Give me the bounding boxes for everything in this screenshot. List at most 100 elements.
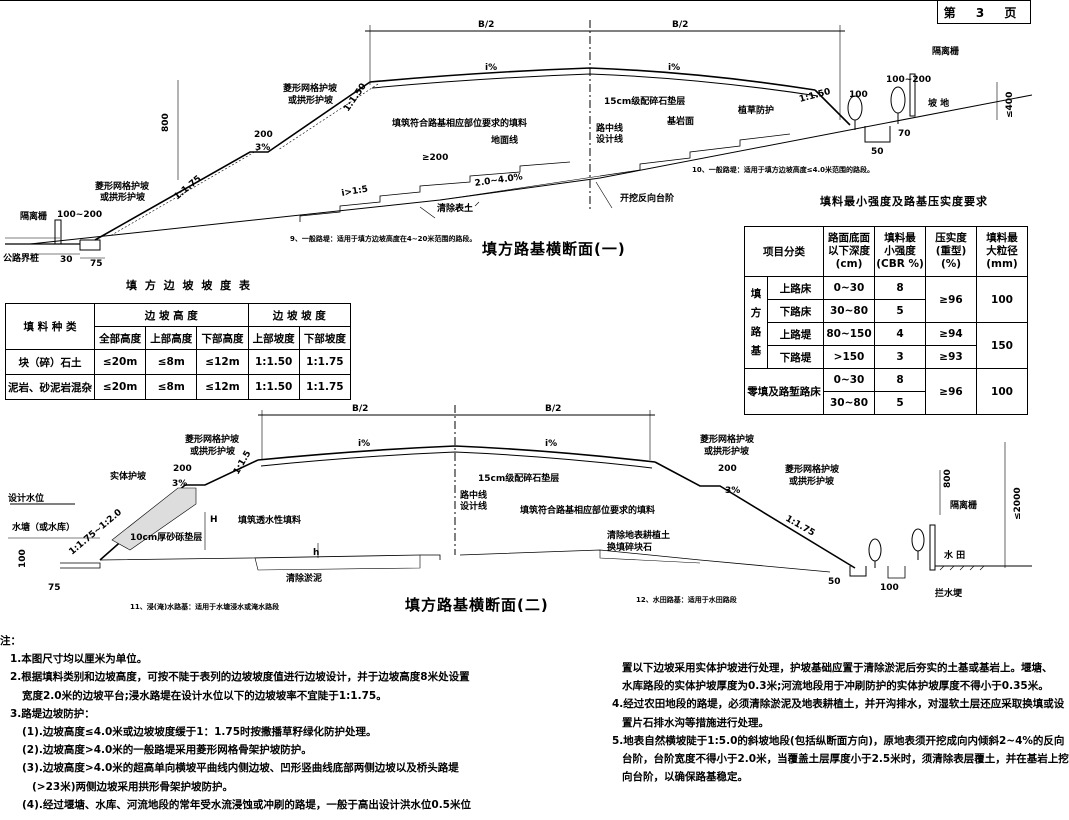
s1-isolation-right: 隔离栅 — [932, 45, 959, 57]
strength-cell: ≥94 — [925, 322, 977, 346]
s2-berm-200: 200 — [173, 464, 192, 474]
s2-solid: 实体护坡 — [110, 470, 147, 482]
strength-cell: 30~80 — [823, 391, 875, 415]
s1-guard-lower2: 或拱形护坡 — [100, 191, 146, 203]
s2-right-berm-200: 200 — [718, 464, 737, 474]
note-line: 宽度2.0米的边坡平台;浸水路堤在设计水位以下的边坡坡率不宜陡于1:1.75。 — [22, 689, 387, 702]
strength-cell: 5 — [874, 391, 926, 415]
strength-cell: ≥96 — [925, 368, 977, 415]
s1-guard-upper: 菱形网格护坡 — [283, 82, 338, 94]
s2-note11: 11、浸(淹)水路基：适用于水塘浸水或淹水路段 — [130, 602, 279, 611]
note-line: 4.经过农田地段的路堤，必须清除淤泥及地表耕植土，并开沟排水，对湿软土层还应采取… — [612, 698, 1065, 711]
s2-right-guard-b: 菱形网格护坡 — [785, 463, 840, 475]
s2-clear-topsoil1: 清除地表耕植土 — [607, 529, 670, 541]
note-line: 台阶，台阶宽度不得小于2.0米，当覆盖土层厚度小于2.5米时，须清除表层覆土，并… — [622, 753, 1069, 766]
cross-section-1-drawing: B/2 B/2 i% i% 菱形网格护坡 或拱形护坡 1:1.50 1:1.75… — [0, 0, 1033, 269]
s1-ratio-175: 1:1.75 — [173, 174, 204, 202]
s1-dim-100: 100 — [849, 90, 868, 100]
strength-cell: 4 — [874, 322, 926, 346]
s2-guard-left: 菱形网格护坡 — [185, 433, 240, 445]
slope-th-lower: 下部高度 — [196, 326, 249, 350]
slope-cell: ≤20m — [93, 374, 147, 400]
s2-b2-left: B/2 — [352, 404, 368, 414]
s2-right-guard-b2: 或拱形护坡 — [789, 475, 835, 487]
s2-fence-post — [929, 524, 936, 571]
s2-paddy: 水 田 — [944, 549, 965, 561]
note-line: 5.地表自然横坡陡于1:5.0的斜坡地段(包括纵断面方向)，原地表须开挖成向内倾… — [612, 734, 1065, 747]
slope-cell: ≤12m — [196, 374, 249, 400]
s2-right-berm-3: 3% — [725, 486, 740, 496]
table-row: 下路床 30~80 5 — [745, 299, 1028, 323]
notes-left: 注： 1.本图尺寸均以厘米为单位。 2.根据填料类别和边坡高度，可按不陡于表列的… — [0, 632, 471, 814]
road-surface — [369, 67, 816, 91]
slope-cell: 泥岩、砂泥岩混杂 — [5, 374, 95, 400]
note-line: (2).边坡高度>4.0米的一般路堤采用菱形网格骨架护坡防护。 — [22, 744, 312, 757]
note-line: (>23米)两侧边坡采用拱形骨架护坡防护。 — [32, 780, 234, 793]
s2-gravel: 15cm级配碎石垫层 — [478, 472, 559, 484]
s1-ground-line: 地面线 — [491, 134, 518, 146]
slope-th-height: 边 坡 高 度 — [94, 303, 249, 327]
s2-right-guard-a: 菱形网格护坡 — [700, 433, 755, 445]
s1-dim-75: 75 — [90, 259, 103, 269]
strength-cell: 30~80 — [823, 299, 875, 323]
strength-cell: 8 — [874, 276, 926, 300]
slope-cell: 1:1.75 — [298, 374, 352, 400]
s2-road-surface — [257, 445, 656, 463]
s2-permeable: 填筑透水性填料 — [238, 514, 301, 526]
right-ditch — [864, 126, 891, 143]
note-line: (4).经过堰塘、水库、河流地段的常年受水流浸蚀或冲刷的路堤，一般于高出设计洪水… — [22, 798, 471, 811]
bench-steps — [299, 161, 571, 222]
strength-group-fill: 填方路基 — [744, 276, 768, 369]
s2-slope-top-left: i% — [358, 439, 370, 449]
s2-dim-100b: 100 — [880, 583, 899, 593]
s2-mud-clear — [254, 555, 421, 571]
section2-title: 填方路基横断面(二) — [405, 596, 549, 614]
s1-guard-lower: 菱形网格护坡 — [95, 180, 150, 192]
s2-left-base — [99, 554, 441, 561]
slope-cell: ≤8m — [145, 374, 198, 400]
s2-slope-top-right: i% — [545, 439, 557, 449]
strength-cell: 8 — [874, 368, 926, 392]
s1-dim-70: 70 — [898, 129, 911, 139]
s2-centerline2: 设计线 — [460, 500, 487, 512]
s1-note10: 10、一般路堤：适用于填方边坡高度≤4.0米范围的路段。 — [692, 165, 874, 174]
s2-note12: 12、水田路基：适用于水田路段 — [636, 595, 737, 604]
note-line: 水库路段的实体护坡厚度为0.3米;河流地段用于冲刷防护的实体护坡厚度不得小于0.… — [622, 680, 1049, 693]
s1-grass: 植草防护 — [737, 104, 774, 116]
strength-cell: 150 — [976, 322, 1028, 369]
s2-fill-req: 填筑符合路基相应部位要求的填料 — [520, 504, 655, 516]
slope-cell: ≤8m — [145, 349, 198, 375]
slope-th-down-slope: 下部坡度 — [298, 326, 352, 350]
base-layer — [371, 73, 819, 97]
slope-cell: 1:1.75 — [298, 349, 352, 375]
ground-line — [29, 94, 1033, 245]
s2-isolation: 隔离栅 — [950, 499, 977, 511]
slope-cell: ≤20m — [93, 349, 147, 375]
s1-dim-30: 30 — [60, 255, 73, 265]
s1-guard-upper2: 或拱形护坡 — [288, 94, 334, 106]
table-row: 泥岩、砂泥岩混杂 ≤20m ≤8m ≤12m 1:1.50 1:1.75 — [5, 374, 352, 400]
note-line: 1.本图尺寸均以厘米为单位。 — [10, 653, 148, 666]
s1-note9: 9、一般路堤：适用于填方边坡高度在4~20米范围的路段。 — [290, 234, 476, 243]
s1-boundary: 公路界桩 — [3, 252, 39, 264]
slope-table: 填 料 种 类 边 坡 高 度 边 坡 坡 度 全部高度 上部高度 下部高度 上… — [5, 303, 352, 400]
s2-h: h — [313, 548, 319, 558]
tree-right-2 — [890, 86, 906, 114]
table-row: 上路堤 80~150 4 ≥94 150 — [745, 322, 1028, 369]
s2-right-ditch — [849, 566, 867, 577]
s2-guard-left2: 或拱形护坡 — [190, 445, 236, 457]
s2-dim-75: 75 — [48, 583, 61, 593]
strength-cell: 5 — [874, 299, 926, 323]
right-slope — [814, 89, 851, 126]
s2-le2000: ≤2000 — [1013, 487, 1023, 520]
s2-solid-guard — [111, 487, 197, 551]
strength-th-size: 填料最大粒径(mm) — [976, 226, 1028, 277]
strength-cell: ≥96 — [925, 276, 977, 323]
s1-fill-req: 填筑符合路基相应部位要求的填料 — [392, 117, 527, 129]
right-fence-post — [909, 73, 916, 117]
strength-cell: ≥93 — [925, 345, 977, 369]
strength-cell: 上路床 — [767, 276, 824, 300]
s2-pond: 水塘（或水库） — [12, 521, 75, 533]
table-row: 30~80 5 — [745, 391, 1028, 415]
strength-cell: >150 — [823, 345, 875, 369]
